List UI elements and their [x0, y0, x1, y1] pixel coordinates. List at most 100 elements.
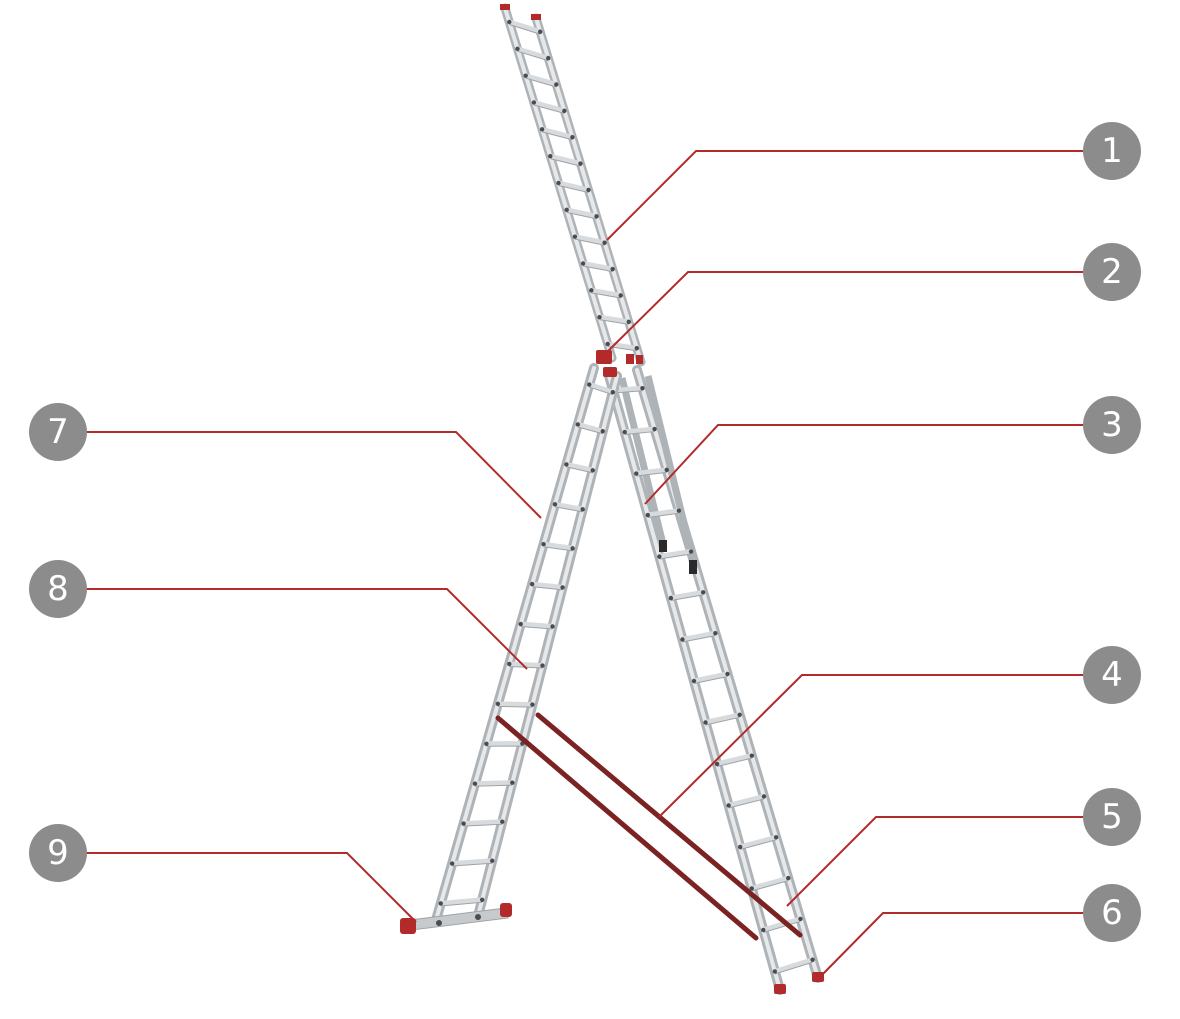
callout-marker-4: 4 — [1083, 646, 1141, 704]
ladder-rung — [475, 783, 512, 784]
stabilizer-bar — [400, 903, 512, 934]
hinge-bracket — [603, 367, 617, 377]
front-left-rail-highlight — [436, 368, 594, 920]
rear-rungs — [611, 386, 815, 974]
rung-rivet — [562, 109, 566, 113]
callout-marker-8: 8 — [29, 560, 87, 618]
rung-rivet — [530, 582, 534, 586]
rung-rivet — [519, 622, 523, 626]
rung-rivet — [510, 780, 514, 784]
rung-rivet — [786, 876, 790, 880]
front-right-rail-highlight — [478, 376, 617, 916]
ladder-rung — [671, 592, 703, 598]
rail-end-cap — [689, 560, 697, 574]
rung-rivet — [496, 702, 500, 706]
rung-rivet — [461, 821, 465, 825]
leader-line-3 — [645, 425, 1083, 504]
upper-ladder-section — [500, 4, 641, 362]
rung-rivet — [507, 662, 511, 666]
rung-rivet — [701, 590, 705, 594]
rung-rivet — [532, 100, 536, 104]
leader-line-5 — [787, 817, 1083, 906]
rung-rivet — [692, 679, 696, 683]
rung-rivet — [540, 663, 544, 667]
callout-marker-2: 2 — [1083, 243, 1141, 301]
front-ladder-section — [436, 368, 617, 920]
stabilizer-bolt — [475, 914, 481, 920]
leader-line-1 — [607, 151, 1083, 240]
rung-rivet — [587, 382, 591, 386]
leader-line-2 — [602, 272, 1083, 357]
rung-rivet — [546, 56, 550, 60]
rung-rivet — [480, 898, 484, 902]
ladder-rung — [498, 704, 533, 705]
rung-rivet — [737, 713, 741, 717]
rung-rivet — [773, 969, 777, 973]
restraint-strap-2 — [538, 715, 800, 935]
rear-foot-left — [774, 984, 786, 994]
rung-rivet — [657, 554, 661, 558]
rung-rivet — [634, 471, 638, 475]
hinge-block — [636, 355, 643, 364]
callout-marker-7: 7 — [29, 403, 87, 461]
rung-rivet — [556, 181, 560, 185]
rung-rivet — [750, 753, 754, 757]
leader-line-6 — [817, 913, 1083, 980]
stabilizer-bolt — [436, 920, 442, 926]
rung-rivet — [515, 47, 519, 51]
leader-line-9 — [87, 853, 416, 922]
rung-rivet — [589, 288, 593, 292]
rung-rivet — [439, 901, 443, 905]
rung-rivet — [581, 261, 585, 265]
callout-marker-9: 9 — [29, 824, 87, 882]
rung-rivet — [646, 513, 650, 517]
rung-rivet — [580, 507, 584, 511]
callout-marker-5: 5 — [1083, 788, 1141, 846]
upper-rail-cap-left — [500, 4, 510, 10]
rung-rivet — [507, 20, 511, 24]
ladder-rung — [659, 552, 691, 557]
rung-rivet — [570, 546, 574, 550]
ladder-rung — [464, 822, 503, 824]
rung-rivet — [565, 208, 569, 212]
ladder-rung — [740, 837, 776, 847]
rail-end-cap — [659, 540, 667, 552]
ladder-rung — [555, 504, 583, 509]
ladder-rung — [509, 664, 542, 666]
rung-rivet — [619, 293, 623, 297]
leader-line-7 — [87, 432, 541, 518]
rung-rivet — [606, 342, 610, 346]
rung-rivet — [538, 30, 542, 34]
rung-rivet — [715, 762, 719, 766]
rung-rivet — [611, 390, 615, 394]
rung-rivet — [578, 161, 582, 165]
rung-rivet — [610, 267, 614, 271]
rung-rivet — [761, 928, 765, 932]
rung-rivet — [564, 462, 568, 466]
rung-rivet — [738, 845, 742, 849]
upper-rail-cap-right — [531, 14, 541, 20]
rung-rivet — [725, 672, 729, 676]
rung-rivet — [726, 803, 730, 807]
rung-rivet — [627, 320, 631, 324]
ladder-rung — [752, 878, 789, 888]
rung-rivet — [774, 835, 778, 839]
callout-marker-6: 6 — [1083, 884, 1141, 942]
rung-rivet — [560, 585, 564, 589]
ladder-rung — [729, 796, 764, 805]
rung-rivet — [602, 241, 606, 245]
rung-rivet — [550, 624, 554, 628]
rung-rivet — [597, 315, 601, 319]
rung-rivet — [798, 917, 802, 921]
rung-rivet — [530, 702, 534, 706]
rung-rivet — [500, 820, 504, 824]
callout-marker-1: 1 — [1083, 122, 1141, 180]
callout-marker-3: 3 — [1083, 396, 1141, 454]
rung-rivet — [570, 135, 574, 139]
ladder-rung-edge — [498, 706, 533, 707]
rung-rivet — [490, 859, 494, 863]
rung-rivet — [484, 742, 488, 746]
rung-rivet — [573, 234, 577, 238]
